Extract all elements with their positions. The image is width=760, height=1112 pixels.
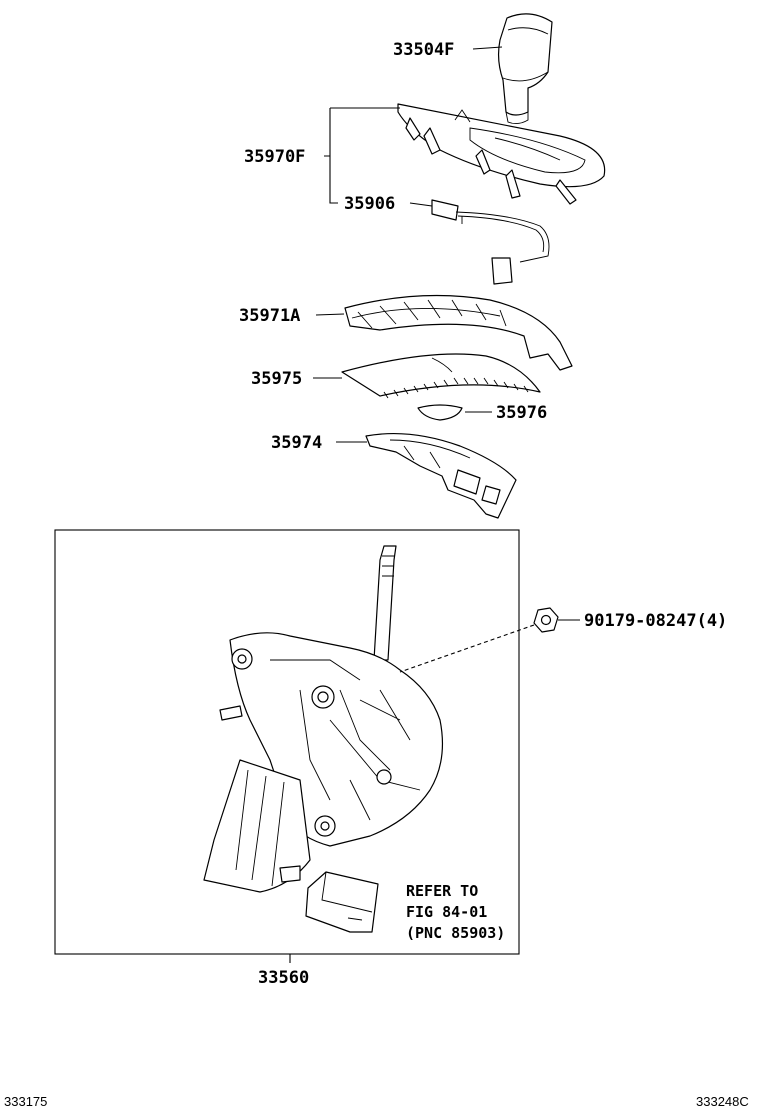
shift-lever-assembly-illustration — [203, 545, 444, 933]
part-label-assembly: 33560 — [258, 968, 309, 988]
small-plate-illustration — [417, 404, 463, 421]
indicator-housing-illustration — [365, 432, 517, 519]
part-label-small: 35976 — [496, 403, 547, 423]
part-label-bezel: 35970F — [244, 147, 305, 167]
leader-lines — [289, 46, 580, 963]
bezel-illustration — [397, 103, 606, 205]
part-label-cover: 35971A — [239, 306, 300, 326]
indicator-plate-illustration — [341, 353, 541, 399]
footer-code-right: 333248C — [696, 1094, 749, 1109]
part-label-plate: 35975 — [251, 369, 302, 389]
wire-harness-illustration — [431, 199, 550, 285]
reference-note-line1: REFER TO — [406, 882, 478, 900]
nut-illustration — [533, 607, 559, 633]
assembly-frame — [54, 529, 520, 955]
part-label-knob: 33504F — [393, 40, 454, 60]
shift-knob-illustration — [497, 13, 553, 125]
part-label-nut: 90179-08247(4) — [584, 611, 727, 631]
part-label-wire: 35906 — [344, 194, 395, 214]
reference-note-line2: FIG 84-01 — [406, 903, 487, 921]
reference-note-line3: (PNC 85903) — [406, 924, 505, 942]
cover-illustration — [344, 294, 573, 371]
footer-code-left: 333175 — [4, 1094, 47, 1109]
part-label-indicator: 35974 — [271, 433, 322, 453]
